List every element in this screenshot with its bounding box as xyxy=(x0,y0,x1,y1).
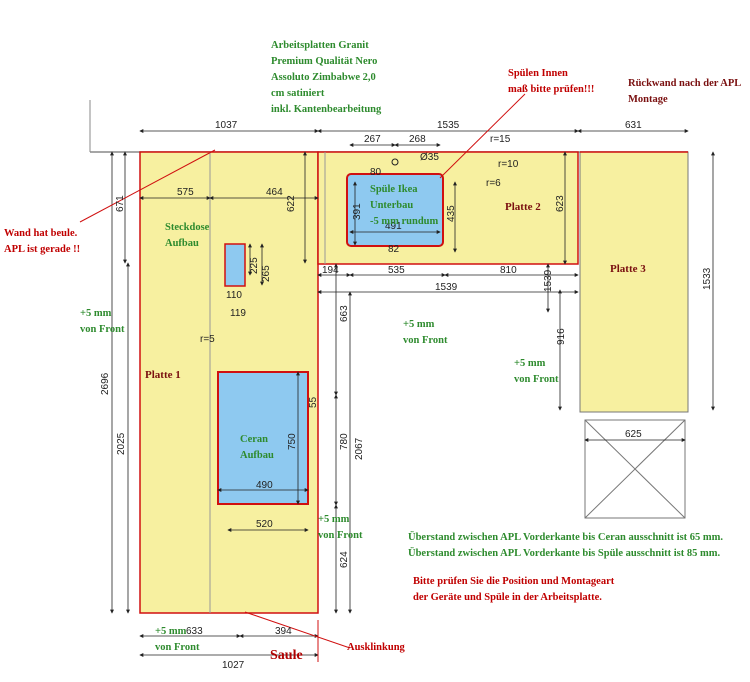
front-note-left: +5 mm von Front xyxy=(80,308,125,335)
svg-text:1535: 1535 xyxy=(437,120,460,131)
ausklinkung-label: Ausklinkung xyxy=(347,642,405,653)
svg-text:1037: 1037 xyxy=(215,120,238,131)
sink-cutout xyxy=(346,173,444,247)
svg-text:622: 622 xyxy=(286,195,297,212)
ceran-cutout xyxy=(217,371,309,505)
svg-text:520: 520 xyxy=(256,519,273,530)
front-note-right: +5 mm von Front xyxy=(514,358,559,385)
svg-text:110: 110 xyxy=(226,290,242,301)
check-position-note: Bitte prüfen Sie die Position und Montag… xyxy=(413,576,615,603)
svg-text:80: 80 xyxy=(370,167,382,178)
svg-text:82: 82 xyxy=(388,244,400,255)
plate-labels: Platte 1 Platte 2 Platte 3 xyxy=(145,201,646,381)
svg-text:r=5: r=5 xyxy=(200,334,215,345)
svg-text:780: 780 xyxy=(339,433,350,450)
svg-text:Platte 3: Platte 3 xyxy=(610,263,646,275)
svg-text:1539: 1539 xyxy=(543,269,554,292)
svg-text:Unterbau: Unterbau xyxy=(370,200,413,211)
svg-text:194: 194 xyxy=(322,265,339,276)
svg-text:625: 625 xyxy=(625,429,642,440)
saule-label: Saule xyxy=(270,648,303,663)
svg-text:663: 663 xyxy=(339,305,350,322)
svg-text:1539: 1539 xyxy=(435,282,458,293)
dimension-lines xyxy=(110,129,715,657)
svg-text:2696: 2696 xyxy=(100,372,111,395)
svg-text:268: 268 xyxy=(409,134,426,145)
svg-text:Platte 1: Platte 1 xyxy=(145,369,181,381)
svg-text:394: 394 xyxy=(275,626,292,637)
svg-text:-5 mm rundum: -5 mm rundum xyxy=(370,216,439,227)
svg-text:623: 623 xyxy=(555,195,566,212)
svg-text:119: 119 xyxy=(230,308,246,319)
svg-text:391: 391 xyxy=(352,203,363,220)
front-note-center: +5 mm von Front xyxy=(403,319,448,346)
front-note-lower: +5 mm von Front xyxy=(318,514,363,541)
svg-text:225: 225 xyxy=(249,257,260,274)
svg-text:1533: 1533 xyxy=(702,267,713,290)
svg-text:r=10: r=10 xyxy=(498,159,519,170)
svg-text:265: 265 xyxy=(261,265,272,282)
dimension-texts: 1037 1535 631 575 464 267 268 Ø35 r=15 r… xyxy=(100,120,713,671)
svg-text:535: 535 xyxy=(388,265,405,276)
svg-text:Aufbau: Aufbau xyxy=(165,238,199,249)
svg-text:Ø35: Ø35 xyxy=(420,152,439,163)
wall-bulge-note: Wand hat beule. APL ist gerade !! xyxy=(4,228,81,255)
svg-text:491: 491 xyxy=(385,221,402,232)
svg-text:1027: 1027 xyxy=(222,660,245,671)
svg-text:624: 624 xyxy=(339,551,350,568)
svg-text:r=15: r=15 xyxy=(490,134,511,145)
svg-text:2067: 2067 xyxy=(354,437,365,460)
svg-text:810: 810 xyxy=(500,265,517,276)
material-note: Arbeitsplatten Granit Premium Qualität N… xyxy=(271,40,382,115)
svg-text:750: 750 xyxy=(287,433,298,450)
svg-text:435: 435 xyxy=(446,205,457,222)
svg-text:631: 631 xyxy=(625,120,642,131)
front-note-bottom: +5 mm von Front xyxy=(155,626,200,653)
backwall-note: Rückwand nach der APL Montage xyxy=(628,78,742,105)
svg-text:464: 464 xyxy=(266,187,283,198)
svg-text:Platte 2: Platte 2 xyxy=(505,201,541,213)
svg-text:671: 671 xyxy=(115,195,126,212)
svg-text:r=6: r=6 xyxy=(486,178,501,189)
svg-text:55: 55 xyxy=(308,396,319,408)
sink-check-note: Spülen Innen maß bitte prüfen!!! xyxy=(508,68,595,95)
svg-text:916: 916 xyxy=(556,328,567,345)
svg-text:575: 575 xyxy=(177,187,194,198)
svg-text:2025: 2025 xyxy=(116,432,127,455)
svg-text:Aufbau: Aufbau xyxy=(240,450,274,461)
overhang-note: Überstand zwischen APL Vorderkante bis C… xyxy=(408,532,724,559)
leader-lines xyxy=(79,93,526,662)
steckdose-cutout xyxy=(224,243,246,287)
appliance-labels: Steckdose Aufbau Ceran Aufbau Spüle Ikea… xyxy=(165,184,439,461)
svg-text:Spüle Ikea: Spüle Ikea xyxy=(370,184,418,195)
svg-text:267: 267 xyxy=(364,134,381,145)
svg-text:Ceran: Ceran xyxy=(240,434,268,445)
svg-text:Steckdose: Steckdose xyxy=(165,222,210,233)
svg-text:490: 490 xyxy=(256,480,273,491)
svg-text:633: 633 xyxy=(186,626,203,637)
faucet-hole xyxy=(391,158,399,166)
platte-3 xyxy=(579,151,689,413)
